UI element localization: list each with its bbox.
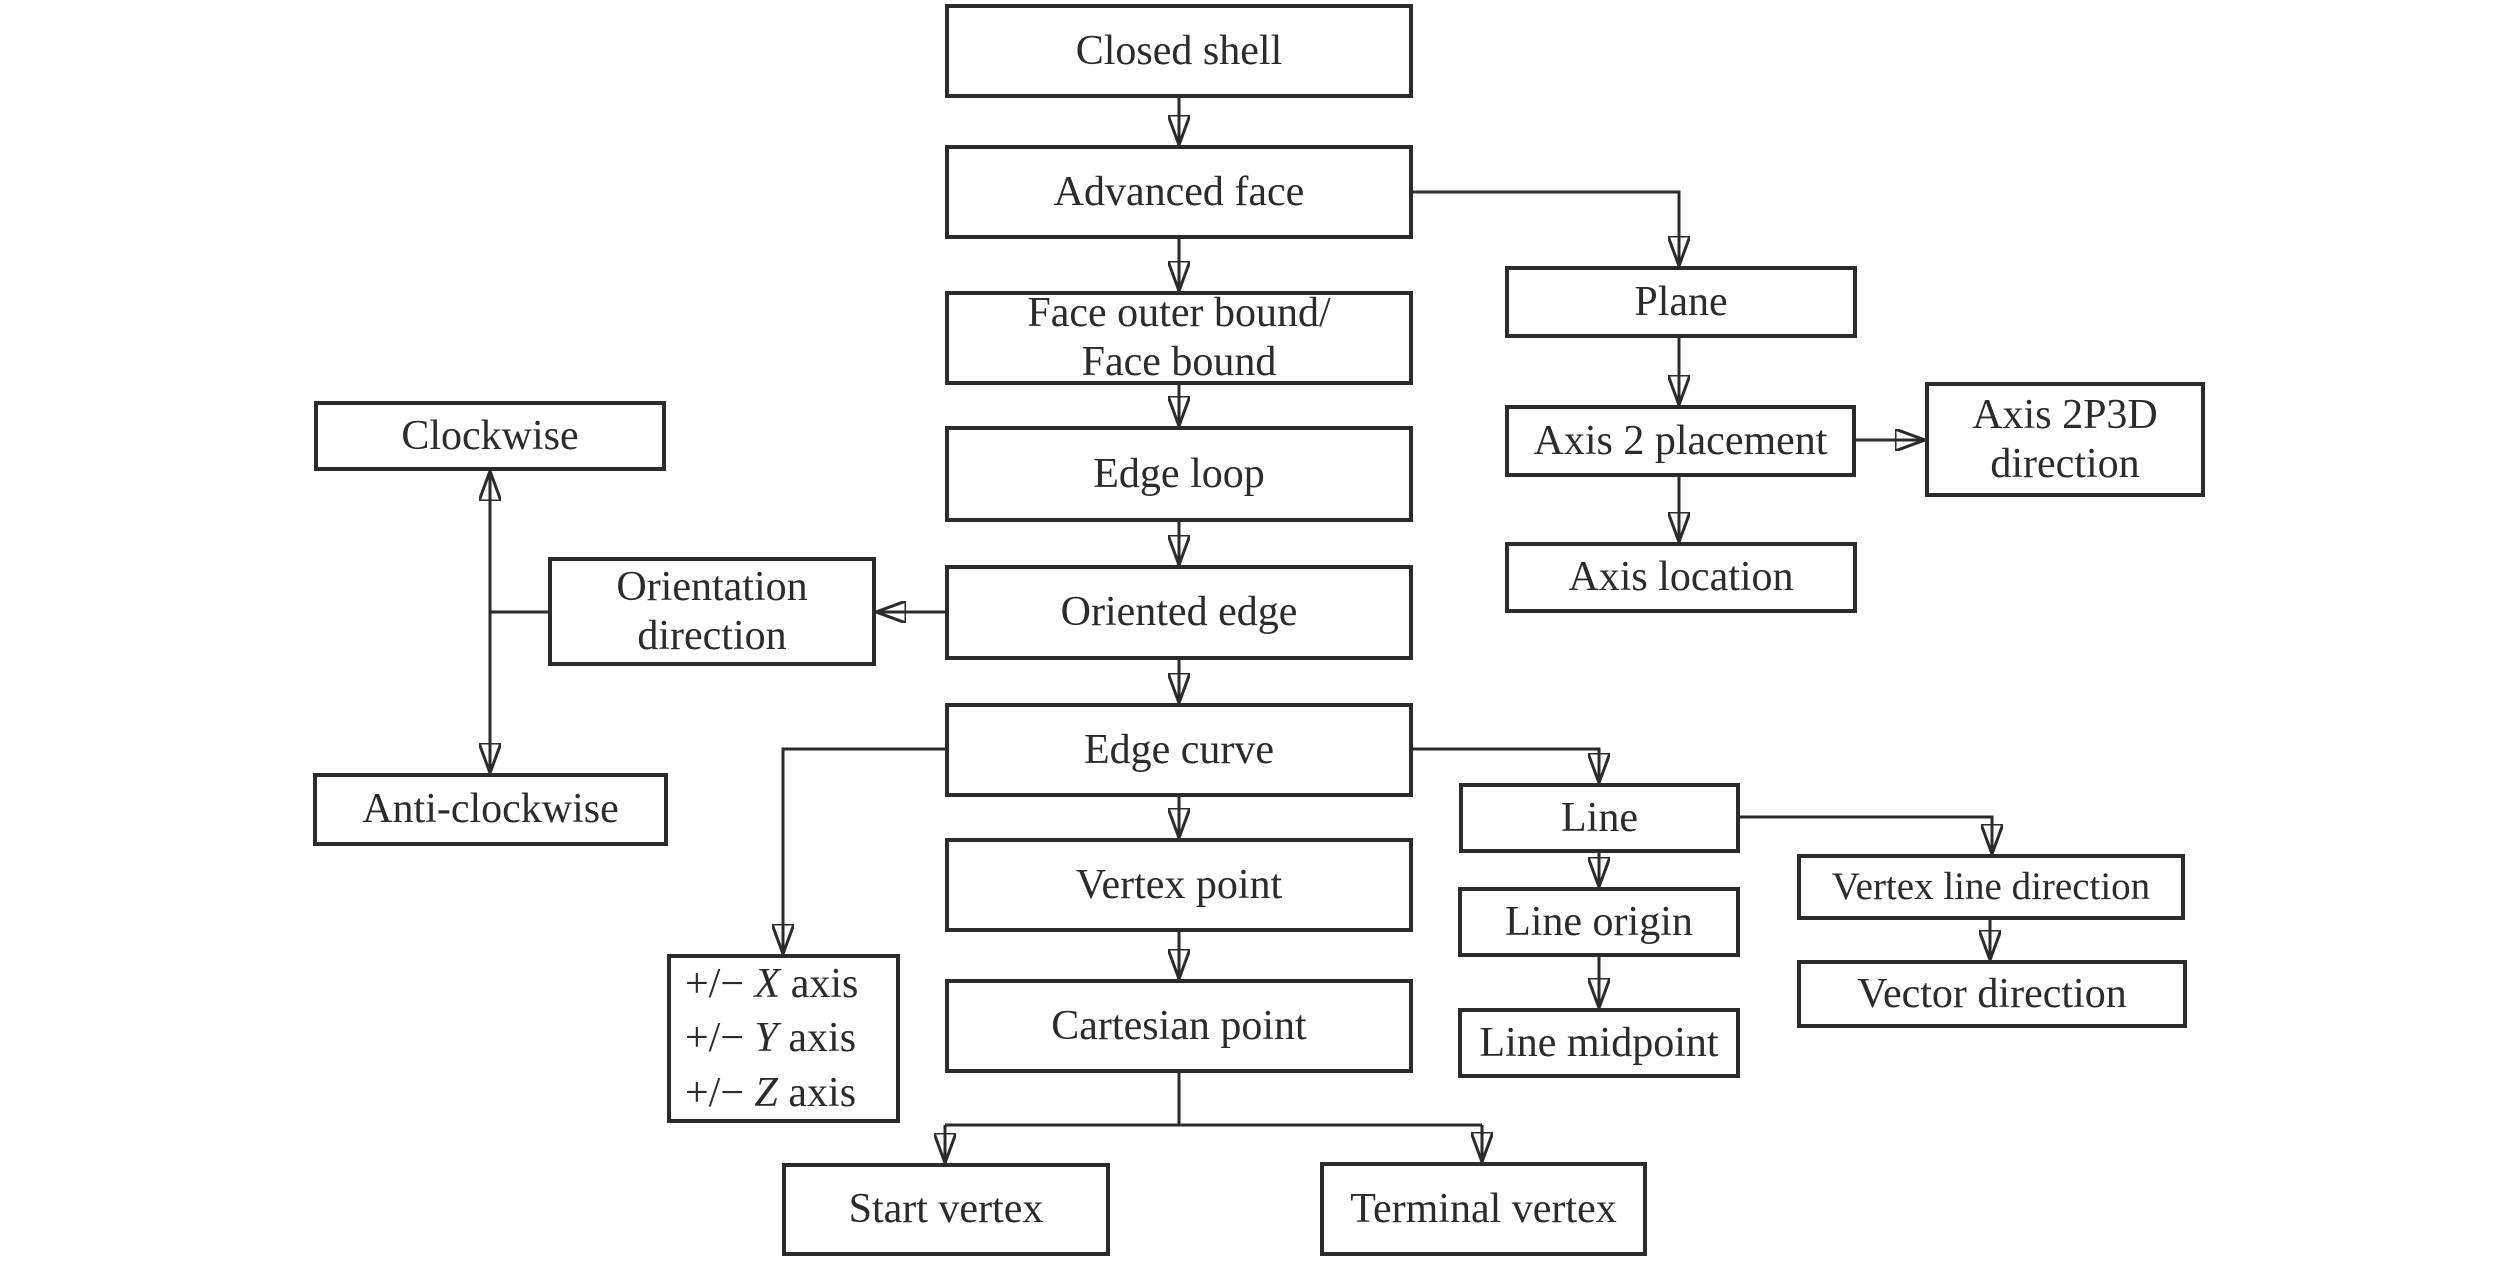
node-label: Line midpoint: [1479, 1019, 1719, 1066]
node-label: Edge loop: [1093, 450, 1265, 497]
node-label: Cartesian point: [1051, 1002, 1307, 1049]
node-vertex-line-direction: Vertex line direction: [1797, 854, 2185, 920]
node-line-midpoint: Line midpoint: [1458, 1008, 1740, 1078]
node-axis-2p3d-direction: Axis 2P3D direction: [1925, 382, 2205, 497]
node-label: Face outer bound/ Face bound: [1027, 290, 1331, 385]
node-face-outer-bound: Face outer bound/ Face bound: [945, 290, 1413, 385]
connector-edge-curve-to-axes-box: [783, 747, 945, 954]
node-advanced-face: Advanced face: [945, 145, 1413, 239]
node-label: Axis 2 placement: [1533, 417, 1828, 464]
node-vertex-point: Vertex point: [945, 838, 1413, 932]
node-axis-location: Axis location: [1505, 542, 1857, 613]
node-label: Line origin: [1505, 898, 1693, 945]
connector-advanced-face-to-plane: [1413, 190, 1679, 266]
node-label: Axis location: [1568, 554, 1794, 601]
connector-edge-curve-to-line: [1413, 747, 1599, 783]
node-label: Edge curve: [1083, 726, 1275, 773]
node-axis-2-placement: Axis 2 placement: [1505, 405, 1856, 477]
node-label: Vertex point: [1075, 861, 1283, 908]
node-line: Line: [1459, 783, 1740, 853]
node-edge-loop: Edge loop: [945, 426, 1413, 522]
node-orientation-direction: Orientation direction: [548, 557, 876, 666]
node-label: Plane: [1634, 278, 1728, 325]
node-clockwise: Clockwise: [314, 401, 666, 471]
node-oriented-edge: Oriented edge: [945, 565, 1413, 660]
node-label: Terminal vertex: [1350, 1185, 1617, 1232]
node-label: Anti-clockwise: [362, 786, 619, 833]
node-label: Orientation direction: [616, 563, 808, 659]
node-edge-curve: Edge curve: [945, 703, 1413, 797]
node-plane: Plane: [1505, 266, 1857, 338]
node-label: Vector direction: [1857, 970, 2127, 1017]
node-label: Line: [1561, 794, 1638, 841]
node-label: Axis 2P3D direction: [1972, 391, 2158, 487]
node-label: Advanced face: [1053, 168, 1305, 215]
axis-line-y: +/− Y axis: [685, 1015, 857, 1062]
connector-line-to-vertex-line-direction: [1740, 815, 1992, 854]
node-start-vertex: Start vertex: [782, 1163, 1110, 1256]
node-closed-shell: Closed shell: [945, 4, 1413, 98]
node-anti-clockwise: Anti-clockwise: [313, 773, 668, 846]
node-cartesian-point: Cartesian point: [945, 979, 1413, 1073]
axis-line-z: +/− Z axis: [685, 1069, 857, 1116]
node-label: Closed shell: [1075, 27, 1283, 74]
node-label: Clockwise: [401, 412, 579, 459]
node-line-origin: Line origin: [1458, 887, 1740, 957]
node-vector-direction: Vector direction: [1797, 960, 2187, 1028]
node-terminal-vertex: Terminal vertex: [1320, 1162, 1647, 1256]
node-label: Oriented edge: [1060, 589, 1298, 636]
axis-line-x: +/− X axis: [685, 960, 859, 1007]
node-axes-box: +/− X axis +/− Y axis +/− Z axis: [667, 954, 900, 1123]
node-label: Vertex line direction: [1831, 865, 2151, 909]
node-label: Start vertex: [848, 1186, 1044, 1233]
